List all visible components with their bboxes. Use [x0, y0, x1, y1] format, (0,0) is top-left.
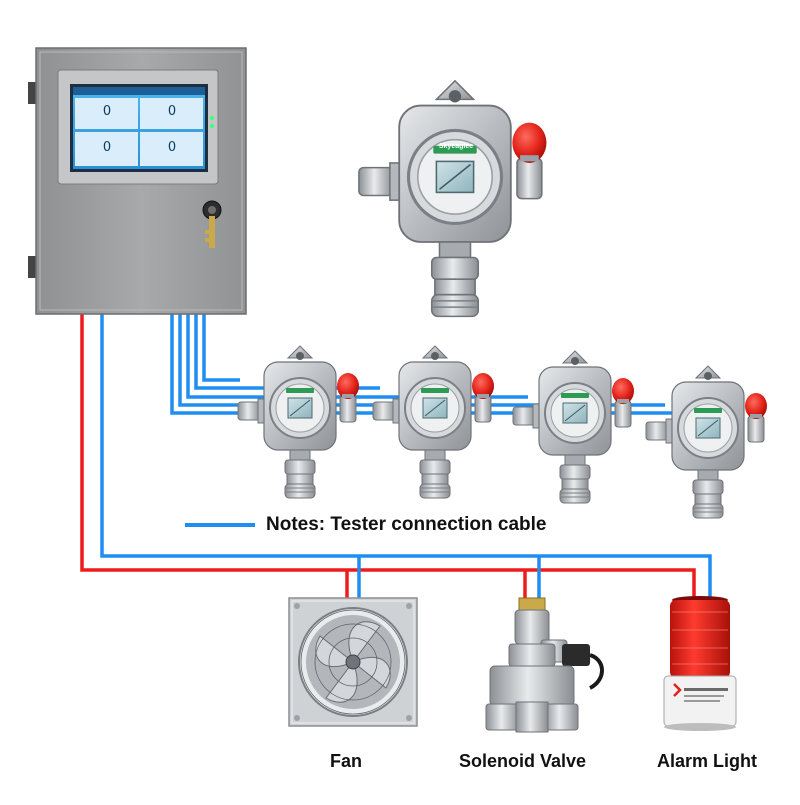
alarm-light-label: Alarm Light — [657, 751, 758, 771]
screen-value-1: 0 — [102, 104, 112, 119]
gas-detector-2 — [372, 345, 495, 499]
fan-label: Fan — [330, 751, 363, 771]
screen-value-4: 0 — [167, 140, 177, 155]
device-signal-cable-blue — [100, 314, 712, 598]
gas-detector-1 — [237, 345, 360, 499]
exhaust-fan — [288, 597, 418, 727]
solenoid-valve-label: Solenoid Valve — [459, 751, 587, 771]
controller-cabinet — [28, 47, 247, 315]
screen-value-3: 0 — [102, 140, 112, 155]
gas-detector-4 — [645, 365, 768, 519]
device-power-cable-red — [80, 314, 696, 598]
solenoid-valve — [485, 597, 604, 733]
gas-detector-large — [357, 79, 549, 318]
detector-brand-label: Skyeaglee — [438, 143, 474, 150]
cable-note: Notes: Tester connection cable — [266, 514, 547, 535]
alarm-beacon — [663, 596, 737, 731]
gas-detector-3 — [512, 350, 635, 504]
controller-screen — [75, 98, 203, 166]
key-lock-icon — [202, 200, 222, 248]
screen-value-2: 0 — [167, 104, 177, 119]
